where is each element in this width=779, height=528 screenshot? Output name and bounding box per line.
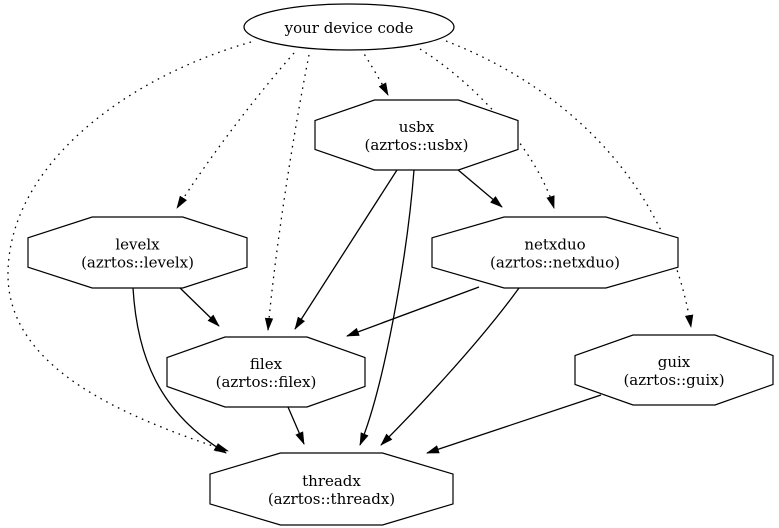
node-filex-sublabel: (azrtos::filex) — [216, 373, 317, 391]
edge-netxduo-threadx — [380, 287, 520, 446]
node-usbx-label: usbx — [399, 118, 435, 136]
node-usbx: usbx (azrtos::usbx) — [314, 99, 519, 171]
node-netxduo-label: netxduo — [524, 236, 585, 254]
edge-usbx-filex — [294, 169, 398, 330]
edge-usbx-threadx — [359, 169, 415, 446]
node-guix-label: guix — [658, 353, 691, 371]
node-filex: filex (azrtos::filex) — [166, 336, 366, 408]
edges — [7, 40, 694, 454]
node-filex-label: filex — [250, 355, 283, 373]
node-guix-shape — [574, 334, 774, 406]
edge-guix-threadx — [426, 394, 602, 454]
node-threadx-label: threadx — [302, 472, 361, 490]
node-netxduo: netxduo (azrtos::netxduo) — [431, 216, 679, 289]
edge-devicecode-filex — [264, 54, 310, 331]
edge-usbx-netxduo — [456, 168, 503, 208]
edge-devicecode-usbx — [360, 48, 389, 96]
node-threadx-sublabel: (azrtos::threadx) — [268, 490, 395, 508]
node-filex-shape — [166, 336, 366, 408]
node-your-device-code: your device code — [243, 3, 455, 51]
edge-levelx-filex — [178, 286, 220, 327]
edge-levelx-threadx — [132, 287, 227, 454]
node-usbx-sublabel: (azrtos::usbx) — [364, 136, 468, 154]
node-levelx-shape — [27, 216, 248, 289]
edge-filex-threadx — [287, 406, 305, 445]
node-levelx: levelx (azrtos::levelx) — [27, 216, 248, 289]
edge-devicecode-levelx — [176, 52, 295, 209]
edge-devicecode-threadx — [7, 41, 252, 452]
node-usbx-shape — [314, 99, 519, 171]
node-your-device-code-label: your device code — [284, 19, 414, 37]
node-threadx-shape — [209, 452, 454, 526]
node-your-device-code-shape — [243, 3, 455, 51]
node-threadx: threadx (azrtos::threadx) — [209, 452, 454, 526]
node-netxduo-shape — [431, 216, 679, 289]
node-netxduo-sublabel: (azrtos::netxduo) — [490, 254, 620, 272]
node-guix-sublabel: (azrtos::guix) — [623, 371, 724, 389]
node-levelx-sublabel: (azrtos::levelx) — [81, 254, 194, 272]
node-levelx-label: levelx — [115, 236, 160, 254]
edge-netxduo-filex — [346, 286, 480, 337]
edge-devicecode-guix — [445, 40, 694, 328]
node-guix: guix (azrtos::guix) — [574, 334, 774, 406]
